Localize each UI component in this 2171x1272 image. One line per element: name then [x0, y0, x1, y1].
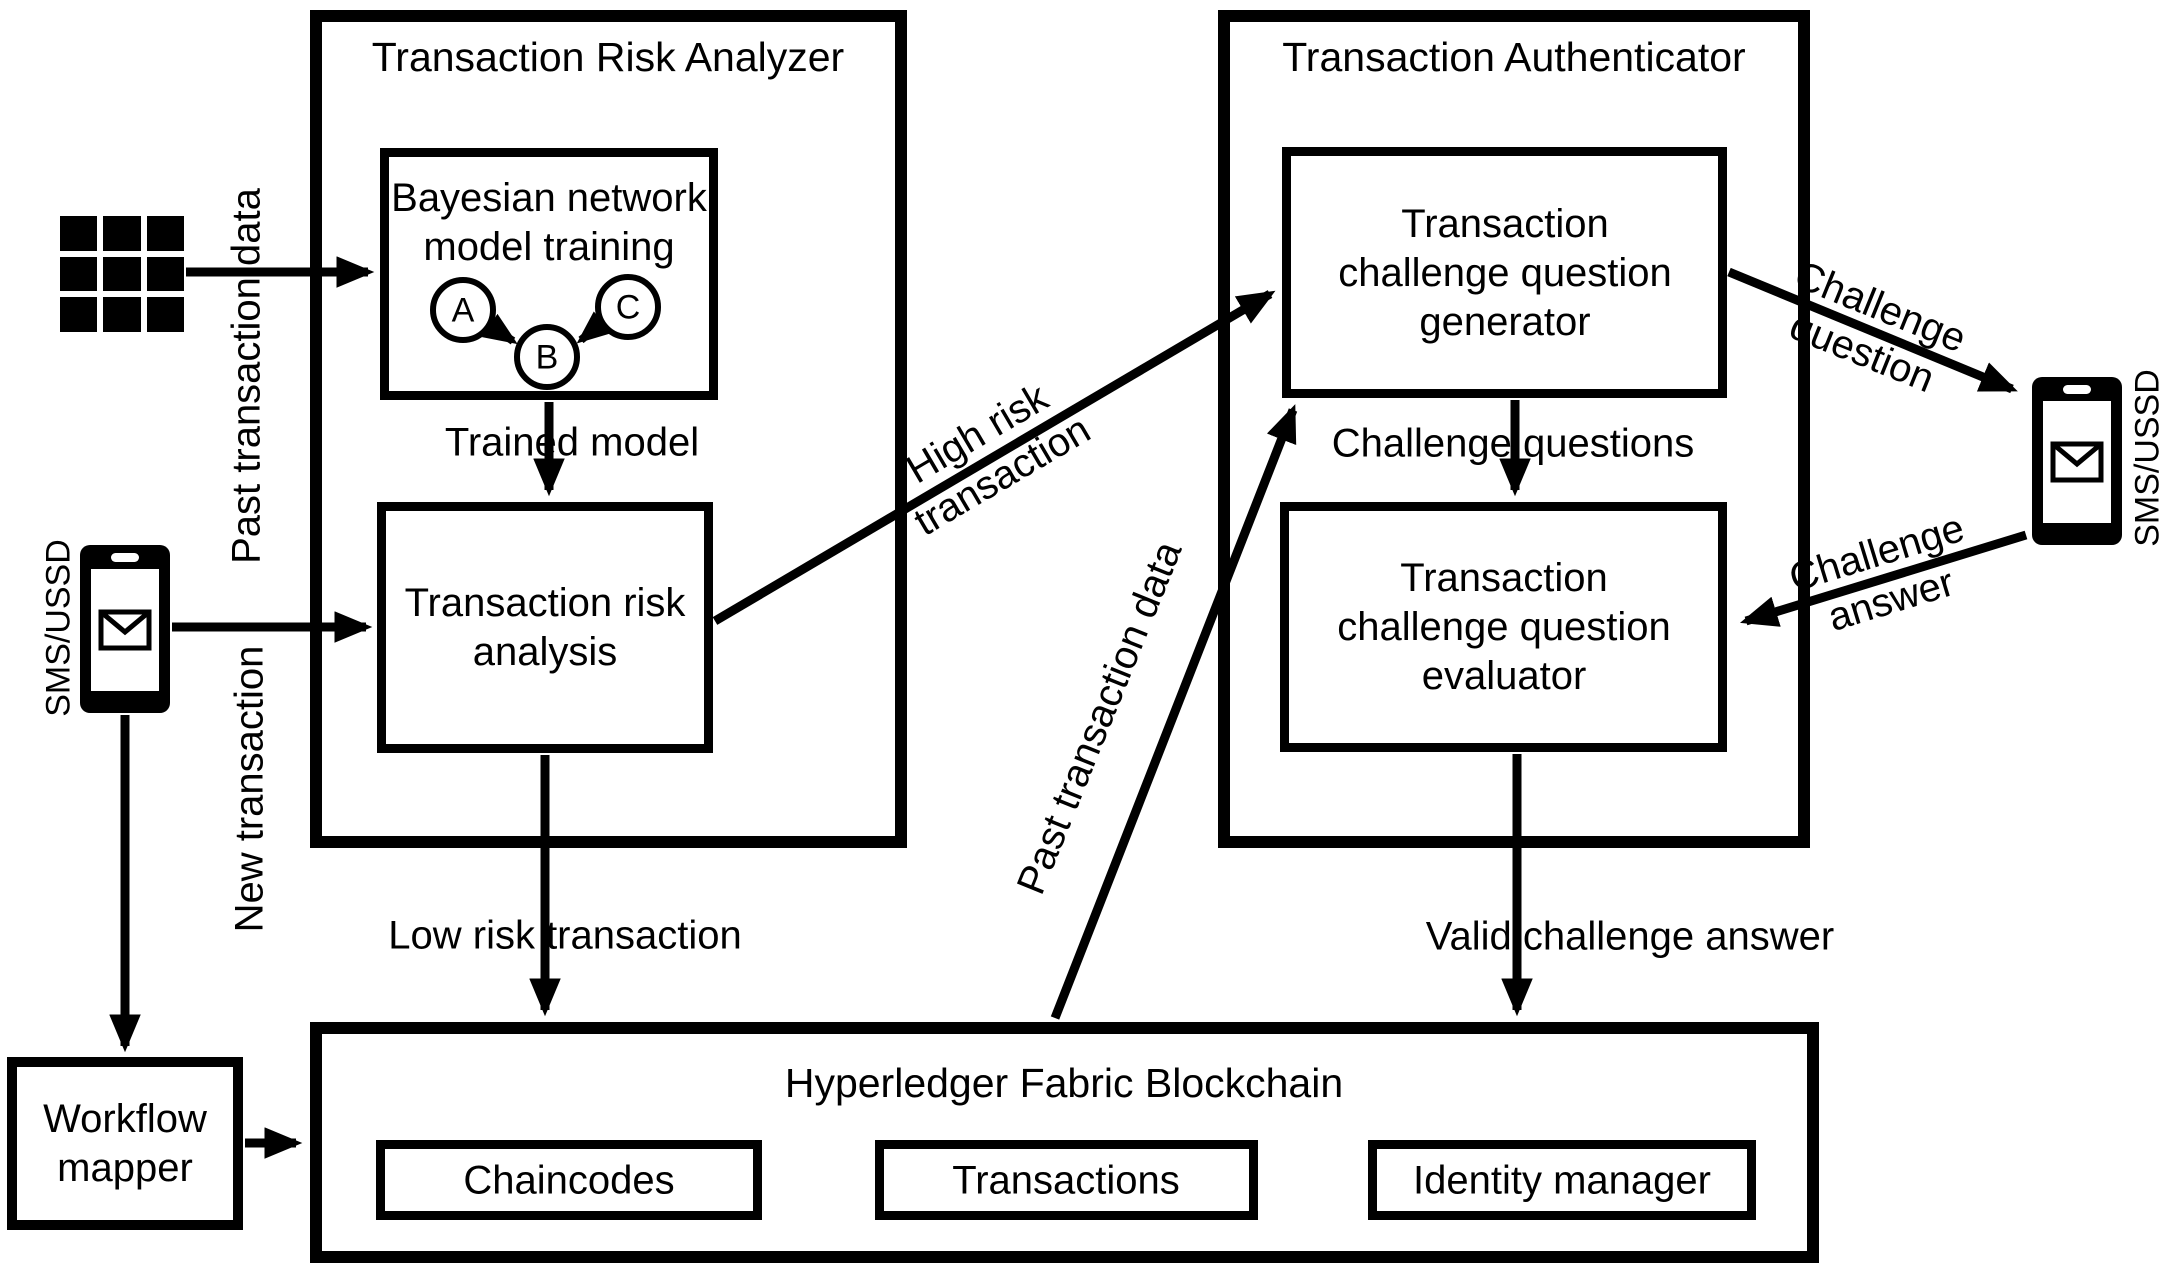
- risk-analyzer-title: Transaction Risk Analyzer: [371, 33, 845, 80]
- bayesian-node-b-label: B: [535, 338, 559, 377]
- challenge-question-evaluator-box: [1280, 502, 1727, 752]
- trained-model-label: Trained model: [444, 420, 700, 465]
- challenge-questions-label: Challenge questions: [1331, 421, 1695, 466]
- envelope-icon: [2050, 441, 2104, 483]
- phone-screen: [2043, 401, 2111, 523]
- past-transaction-data-diagonal-label: Past transaction data: [1008, 535, 1191, 901]
- high-risk-transaction-label: High risk transaction: [899, 375, 1098, 545]
- sms-ussd-left-label: SMS/USSD: [39, 539, 78, 717]
- envelope-icon: [98, 609, 152, 651]
- phone-speaker-icon: [111, 553, 139, 562]
- identity-manager-box: [1368, 1140, 1756, 1220]
- bayesian-node-c-label: C: [615, 288, 641, 327]
- risk-analysis-box-label: Transaction risk analysis: [404, 581, 686, 674]
- new-transaction-label: New transaction: [227, 645, 272, 933]
- evaluator-box-label: Transaction challenge question evaluator: [1337, 555, 1671, 698]
- transactions-box: [875, 1140, 1258, 1220]
- bayesian-node-a-label: A: [451, 291, 475, 330]
- valid-challenge-answer-label: Valid challenge answer: [1425, 914, 1835, 959]
- transactions-label: Transactions: [952, 1158, 1180, 1203]
- chaincodes-box: [376, 1140, 762, 1220]
- generator-box-label: Transaction challenge question generator: [1338, 201, 1672, 344]
- challenge-question-generator-box: [1282, 147, 1727, 398]
- past-transaction-data-left-label: Past transaction data: [224, 188, 269, 564]
- sms-ussd-right-label: SMS/USSD: [2128, 369, 2167, 547]
- chaincodes-label: Chaincodes: [463, 1158, 675, 1203]
- authenticator-title: Transaction Authenticator: [1282, 33, 1746, 80]
- workflow-mapper-label: Workflow mapper: [43, 1097, 207, 1190]
- workflow-mapper-box: [7, 1057, 243, 1230]
- low-risk-transaction-label: Low risk transaction: [388, 913, 742, 958]
- transaction-risk-analysis-box: [377, 502, 713, 753]
- identity-manager-label: Identity manager: [1413, 1158, 1711, 1203]
- sms-phone-right-icon: [2032, 377, 2122, 545]
- past-transaction-data-grid-icon: [60, 216, 184, 332]
- challenge-answer-label: Challenge answer: [1784, 505, 1970, 640]
- blockchain-title: Hyperledger Fabric Blockchain: [784, 1059, 1344, 1106]
- bayesian-box-label: Bayesian network model training: [391, 176, 707, 269]
- sms-phone-left-icon: [80, 545, 170, 713]
- phone-speaker-icon: [2063, 385, 2091, 394]
- phone-screen: [91, 569, 159, 691]
